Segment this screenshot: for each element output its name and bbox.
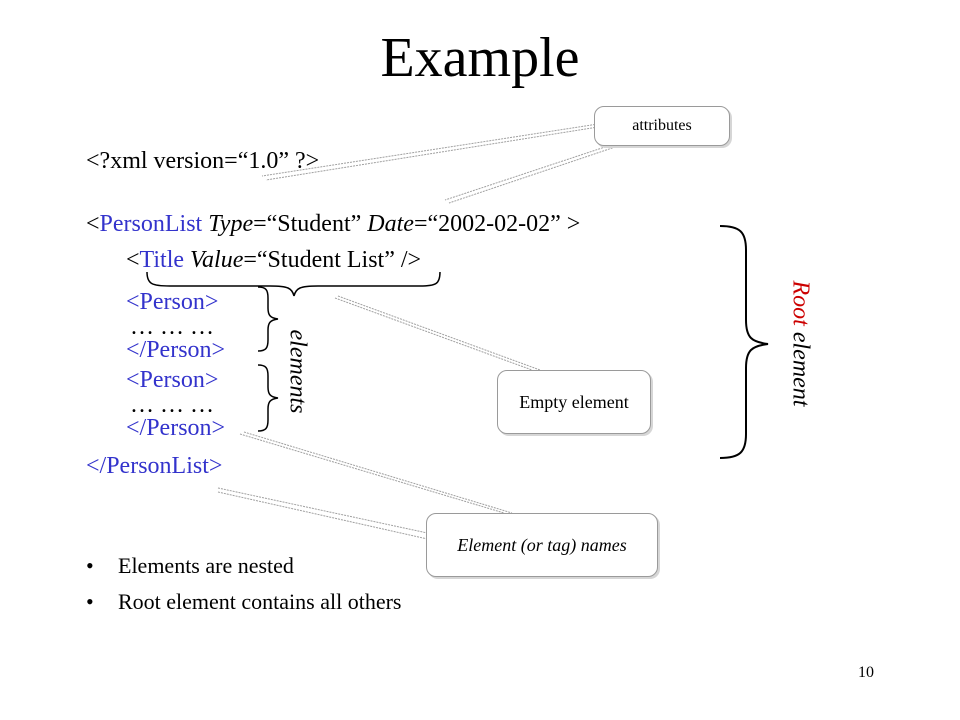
person-brace-1 bbox=[257, 286, 279, 352]
bracket: < bbox=[126, 247, 140, 273]
leader-empty bbox=[334, 297, 533, 371]
person-brace-2 bbox=[257, 364, 279, 432]
attr-date: Date bbox=[367, 211, 414, 237]
root-brace bbox=[719, 225, 769, 459]
bullet-list: Elements are nested Root element contain… bbox=[86, 552, 402, 624]
bullet-item-root: Root element contains all others bbox=[86, 588, 402, 616]
callout-attributes: attributes bbox=[594, 106, 730, 146]
bullet-item-nested: Elements are nested bbox=[86, 552, 402, 580]
attr-value: Value bbox=[190, 247, 244, 273]
tag-name-title: Title bbox=[139, 247, 185, 273]
person-ellipsis-2: … … … bbox=[130, 392, 214, 418]
tag-name-personlist: PersonList bbox=[99, 211, 203, 237]
leader-attrs-2 bbox=[444, 141, 621, 201]
person-open-tag-1: <Person> bbox=[126, 289, 219, 315]
attr-date-value: =“2002-02-02” > bbox=[413, 211, 581, 237]
personlist-open-tag: <PersonList Type=“Student” Date=“2002-02… bbox=[86, 210, 580, 238]
page-number: 10 bbox=[858, 664, 874, 681]
person-close-tag-2: </Person> bbox=[126, 415, 226, 441]
root-word: Root bbox=[787, 280, 814, 326]
personlist-close-tag: </PersonList> bbox=[86, 453, 223, 479]
callout-empty-element: Empty element bbox=[497, 370, 651, 434]
attr-type: Type bbox=[208, 211, 254, 237]
callout-element-names: Element (or tag) names bbox=[426, 513, 658, 577]
root-element-label: Root element bbox=[787, 244, 814, 444]
attr-type-value: =“Student” bbox=[253, 211, 368, 237]
leader-names-1 bbox=[239, 433, 505, 514]
slide-title: Example bbox=[380, 27, 580, 89]
person-ellipsis-1: … … … bbox=[130, 314, 214, 340]
person-open-tag-2: <Person> bbox=[126, 367, 219, 393]
leader-attrs-1 bbox=[261, 123, 599, 177]
xml-declaration: <?xml version=“1.0” ?> bbox=[86, 148, 320, 174]
title-empty-tag: <Title Value=“Student List” /> bbox=[126, 246, 421, 274]
root-rest: element bbox=[787, 325, 814, 407]
person-close-tag-1: </Person> bbox=[126, 337, 226, 363]
title-underbrace bbox=[146, 271, 441, 297]
elements-label: elements bbox=[284, 329, 311, 414]
attr-value-value: =“Student List” /> bbox=[243, 247, 422, 273]
leader-names-2 bbox=[217, 487, 433, 535]
bracket: < bbox=[86, 211, 100, 237]
